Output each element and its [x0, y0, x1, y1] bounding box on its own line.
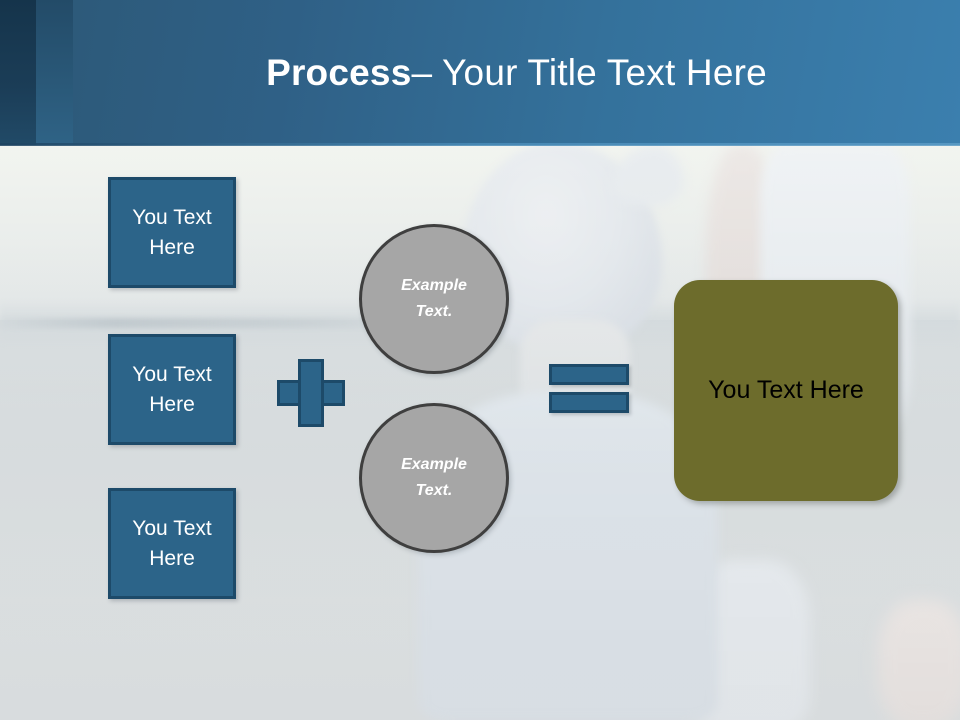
equals-icon-bottom-bar [549, 392, 629, 413]
example-circle-1-line1: Example [401, 277, 467, 294]
equals-icon-top-bar [549, 364, 629, 385]
input-box-3[interactable]: You Text Here [108, 488, 236, 599]
plus-icon-center [301, 383, 321, 403]
example-circle-2-line2: Text. [415, 482, 453, 499]
example-circle-2-line1: Example [401, 456, 467, 473]
title-underline [0, 143, 960, 146]
slide-title-strong: Process [266, 51, 412, 93]
input-box-2[interactable]: You Text Here [108, 334, 236, 445]
background-shoreline [0, 318, 410, 328]
title-accent-band-dark [0, 0, 36, 145]
input-box-1-label: You Text Here [132, 205, 212, 259]
input-box-2-label: You Text Here [132, 362, 212, 416]
title-accent-band-mid [36, 0, 73, 145]
example-circle-1-line2: Text. [415, 303, 453, 320]
slide-title-rest: – Your Title Text Here [411, 51, 767, 93]
input-box-3-label: You Text Here [132, 516, 212, 570]
result-box[interactable]: You Text Here [674, 280, 898, 501]
plus-icon [277, 359, 345, 427]
example-circle-2[interactable]: Example Text. [359, 403, 509, 553]
result-box-label: You Text Here [708, 376, 864, 404]
input-box-1[interactable]: You Text Here [108, 177, 236, 288]
slide-title: Process – Your Title Text Here [73, 0, 960, 145]
equals-icon [549, 364, 629, 413]
slide-title-bar: Process – Your Title Text Here [0, 0, 960, 145]
example-circle-1[interactable]: Example Text. [359, 224, 509, 374]
background-adult-arm [878, 600, 960, 720]
